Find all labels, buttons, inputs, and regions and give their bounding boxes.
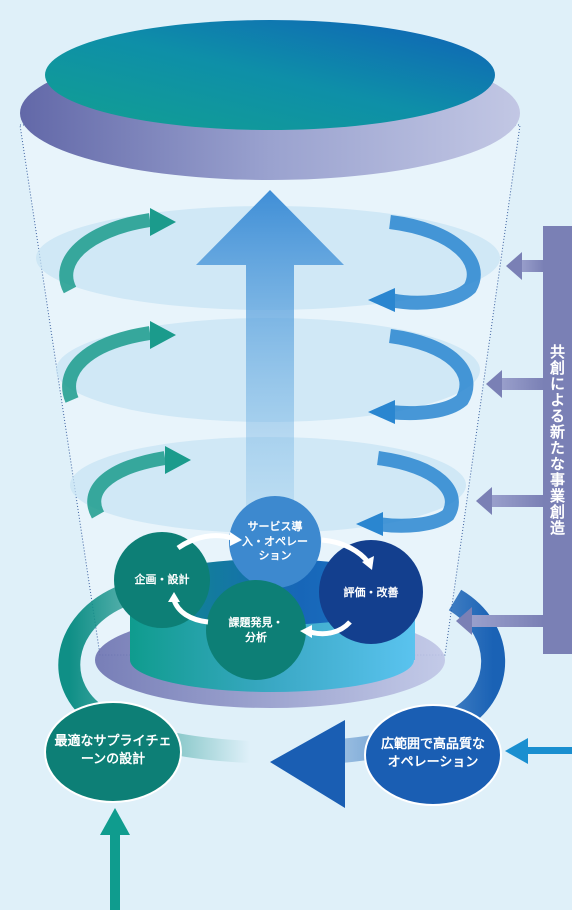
cycle-node-top (229, 496, 321, 588)
rotate-arrow-icon (87, 451, 167, 519)
arrowhead-icon (230, 532, 242, 546)
side-banner-text: 共創による新たな事業創造 (548, 344, 566, 536)
cycle-label-planning: 企画・設計 (134, 572, 190, 586)
bottom-right-node (364, 704, 502, 806)
left-arrow-icon (476, 487, 492, 515)
banner-arrow-shaft (490, 495, 544, 507)
arrowhead-icon (168, 592, 180, 602)
arrowhead-icon (362, 556, 374, 570)
cycle-arrow-icon (309, 620, 352, 637)
rotate-arrow-icon (62, 326, 152, 403)
arrowhead-icon (150, 208, 176, 236)
growth-arrow (196, 190, 344, 540)
arrowhead-icon (356, 512, 383, 536)
arrowhead-icon (368, 400, 395, 424)
cycle-node-bottom (206, 580, 306, 680)
left-arrow-icon (506, 252, 522, 280)
side-banner: 共創による新たな事業創造 (543, 226, 572, 654)
cycle-label-service: サービス導入・オペレーション (242, 519, 308, 563)
cycle-arrow-icon (176, 533, 233, 551)
cycle-node-left (114, 532, 210, 628)
banner-arrow-shaft (470, 615, 544, 627)
rotate-arrow-icon (376, 451, 459, 533)
cycle-arrow-icon (171, 599, 209, 625)
rotate-arrow-icon (389, 329, 474, 421)
banner-arrow-shaft (500, 378, 544, 390)
left-arrow-icon (486, 370, 502, 398)
arrowhead-icon (150, 321, 176, 349)
left-arrow-icon (456, 607, 472, 635)
right-input-arrow-shaft (525, 747, 572, 754)
arrowhead-icon (368, 288, 395, 312)
rotate-arrow-icon (59, 213, 152, 294)
cycle-arrow-icon (321, 537, 370, 564)
cycle-node-right (319, 540, 423, 644)
operation-label: 広範囲で高品質なオペレーション (380, 737, 485, 770)
rotate-arrow-icon (388, 215, 481, 310)
cycle-label-analysis: 課題発見・分析 (228, 616, 284, 644)
supply-chain-label: 最適なサプライチェーンの設計 (54, 734, 172, 767)
arrowhead-icon (300, 625, 312, 638)
swoosh-arrowhead-icon (270, 720, 345, 808)
top-disc (45, 20, 495, 130)
bottom-input-arrow-shaft (110, 830, 120, 910)
up-arrow-icon (100, 808, 130, 835)
bottom-left-node (44, 701, 182, 803)
left-arrow-icon (505, 738, 528, 764)
arrowhead-icon (165, 446, 191, 474)
cycle-label-evaluation: 評価・改善 (343, 585, 399, 599)
banner-arrow-shaft (520, 260, 544, 272)
